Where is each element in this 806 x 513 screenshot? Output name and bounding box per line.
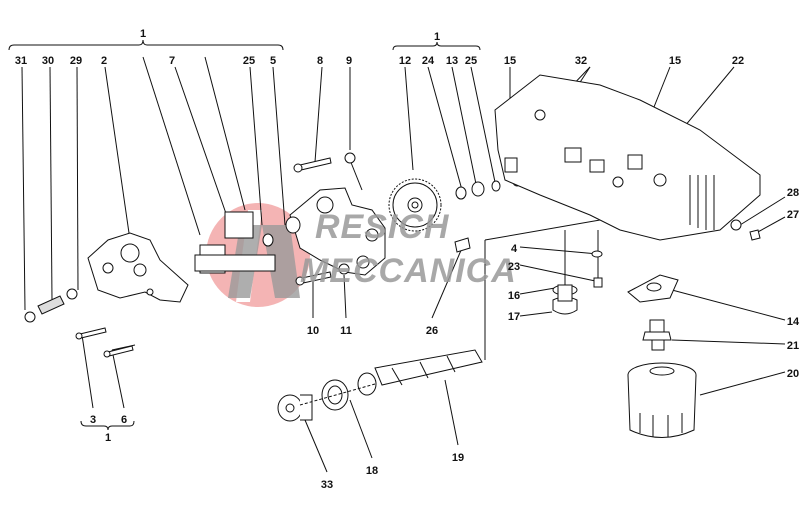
callout-33: 33 (320, 479, 334, 491)
callout-25a: 25 (242, 55, 256, 67)
pump-gears (194, 211, 276, 274)
callout-15b: 15 (668, 55, 682, 67)
callout-21: 21 (786, 340, 800, 352)
callout-30: 30 (41, 55, 55, 67)
callout-11: 11 (340, 325, 352, 337)
callout-6: 6 (120, 414, 128, 426)
callout-31: 31 (14, 55, 28, 67)
filter-nipple (642, 319, 672, 351)
callout-13: 13 (445, 55, 459, 67)
callout-4: 4 (510, 243, 518, 255)
callout-16: 16 (507, 290, 521, 302)
callout-1a: 1 (139, 28, 147, 40)
crankcase (494, 74, 761, 241)
crankcase-fittings (552, 219, 761, 315)
screws-left (75, 327, 134, 358)
drain-plug (277, 394, 313, 422)
callout-23: 23 (507, 261, 521, 273)
callout-32: 32 (574, 55, 588, 67)
callout-20: 20 (786, 368, 800, 380)
callout-24: 24 (421, 55, 435, 67)
callout-17: 17 (507, 311, 521, 323)
callout-15a: 15 (503, 55, 517, 67)
callout-25b: 25 (464, 55, 478, 67)
callout-26: 26 (425, 325, 439, 337)
callout-22: 22 (731, 55, 745, 67)
callout-5: 5 (269, 55, 277, 67)
axis-line (299, 383, 376, 406)
watermark-text-line2: MECCANICA (300, 252, 517, 290)
callout-27: 27 (786, 209, 800, 221)
callout-14: 14 (786, 316, 800, 328)
oil-strainer (357, 349, 483, 396)
callout-2: 2 (100, 55, 108, 67)
watermark-text-line1: RESICH (315, 208, 450, 246)
callout-18: 18 (365, 465, 379, 477)
callout-1c: 1 (104, 432, 112, 444)
callout-9: 9 (345, 55, 353, 67)
callout-1b: 1 (433, 31, 441, 43)
oil-filter (627, 362, 697, 438)
callout-7: 7 (168, 55, 176, 67)
callout-29: 29 (69, 55, 83, 67)
relief-spring-parts (24, 288, 78, 323)
oil-pump-cover (87, 232, 189, 303)
drive-gear (388, 178, 442, 232)
callout-12: 12 (398, 55, 412, 67)
callout-19: 19 (451, 452, 465, 464)
callout-3: 3 (89, 414, 97, 426)
oil-pump-housing (285, 187, 386, 276)
callout-28: 28 (786, 187, 800, 199)
screws-center (293, 152, 471, 286)
callout-8: 8 (316, 55, 324, 67)
filter-plate (627, 274, 679, 303)
callout-10: 10 (306, 325, 320, 337)
